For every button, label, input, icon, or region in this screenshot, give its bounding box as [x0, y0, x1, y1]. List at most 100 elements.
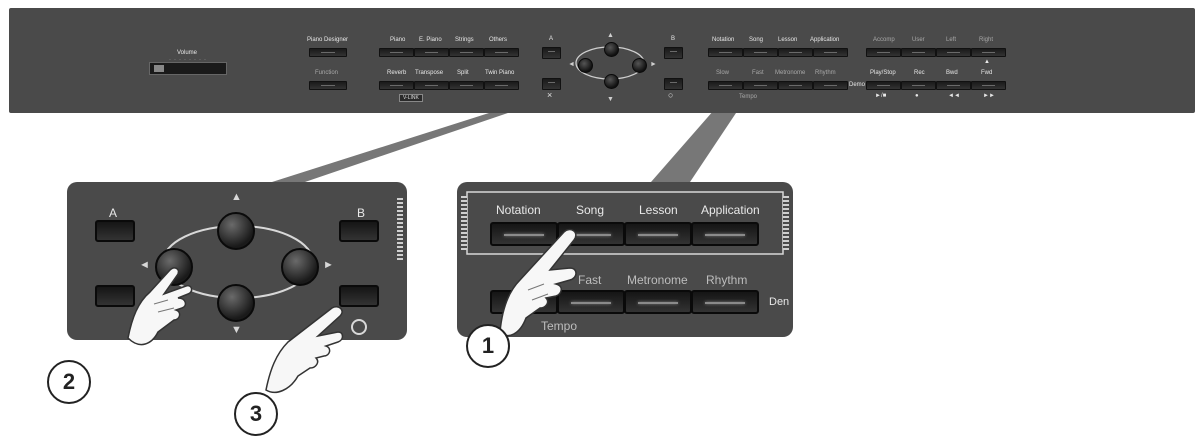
- notation-bracket: [466, 191, 784, 255]
- play-stop-label: Play/Stop: [870, 70, 896, 76]
- lock-icon: ▲: [984, 59, 990, 65]
- left-triangle-icon: ◄: [568, 61, 575, 68]
- circle-o-icon: ○: [668, 90, 674, 100]
- twin-piano-button[interactable]: [484, 81, 519, 90]
- lesson-button[interactable]: [778, 48, 813, 57]
- down-triangle-icon: ▼: [231, 324, 242, 336]
- zoom-cursor-down-button[interactable]: [217, 284, 255, 322]
- a-button[interactable]: [542, 47, 561, 59]
- play-stop-button[interactable]: [866, 81, 901, 90]
- lesson-label: Lesson: [778, 37, 798, 43]
- zoom-lesson-button[interactable]: [624, 222, 692, 246]
- zoom-rhythm-button[interactable]: [691, 290, 759, 314]
- b-label: B: [671, 36, 676, 42]
- zoom-cursor-up-button[interactable]: [217, 212, 255, 250]
- zoom-rhythm-label: Rhythm: [706, 273, 748, 287]
- metronome-label: Metronome: [775, 70, 806, 76]
- zoom-o-button[interactable]: [339, 285, 379, 307]
- b-button[interactable]: [664, 47, 683, 59]
- others-label: Others: [489, 37, 508, 43]
- transpose-button[interactable]: [414, 81, 449, 90]
- zoom-tempo-label: Tempo: [541, 319, 578, 333]
- song-button[interactable]: [743, 48, 778, 57]
- volume-slider[interactable]: [149, 62, 227, 75]
- hand-pointer-icon: [127, 267, 193, 346]
- bwd-button[interactable]: [936, 81, 971, 90]
- user-button[interactable]: [901, 48, 936, 57]
- zoom-right-ridges-left: [461, 196, 467, 250]
- step-1-callout: 1: [466, 324, 510, 368]
- slow-button[interactable]: [708, 81, 743, 90]
- reverb-button[interactable]: [379, 81, 414, 90]
- up-triangle-icon: ▲: [607, 32, 614, 39]
- zoom-demo-label: Den: [769, 296, 790, 308]
- down-triangle-icon: ▼: [607, 96, 614, 103]
- transpose-label: Transpose: [415, 70, 444, 76]
- epiano-label: E. Piano: [419, 37, 442, 43]
- piano-designer-label: Piano Designer: [307, 37, 349, 43]
- cursor-right-button[interactable]: [632, 58, 647, 73]
- function-label: Function: [315, 70, 339, 76]
- piano-designer-button[interactable]: [309, 48, 347, 57]
- right-triangle-icon: ►: [323, 259, 334, 271]
- split-button[interactable]: [449, 81, 484, 90]
- zoom-cursor-right-button[interactable]: [281, 248, 319, 286]
- zoom-x-button[interactable]: [95, 285, 135, 307]
- left-button[interactable]: [936, 48, 971, 57]
- accomp-label: Accomp: [873, 37, 895, 43]
- rec-label: Rec: [914, 70, 925, 76]
- zoom-fast-label: Fast: [578, 273, 602, 287]
- function-button[interactable]: [309, 81, 347, 90]
- circle-o-icon: [351, 319, 367, 335]
- up-triangle-icon: ▲: [231, 191, 242, 203]
- play-stop-icon: ►/■: [875, 93, 887, 99]
- others-button[interactable]: [484, 48, 519, 57]
- zoom-notation-button[interactable]: [490, 222, 558, 246]
- right-button[interactable]: [971, 48, 1006, 57]
- zoom-b-button[interactable]: [339, 220, 379, 242]
- song-label: Song: [749, 37, 764, 43]
- piano-button[interactable]: [379, 48, 414, 57]
- zoom-lesson-label: Lesson: [639, 203, 678, 217]
- zoom-a-button[interactable]: [95, 220, 135, 242]
- epiano-button[interactable]: [414, 48, 449, 57]
- reverb-label: Reverb: [387, 70, 407, 76]
- strings-button[interactable]: [449, 48, 484, 57]
- bwd-icon: ◄◄: [948, 93, 960, 99]
- volume-knob[interactable]: [154, 65, 164, 72]
- cursor-left-button[interactable]: [578, 58, 593, 73]
- rhythm-button[interactable]: [813, 81, 848, 90]
- metronome-button[interactable]: [778, 81, 813, 90]
- twin-piano-label: Twin Piano: [485, 70, 515, 76]
- right-triangle-icon: ►: [650, 61, 657, 68]
- fwd-button[interactable]: [971, 81, 1006, 90]
- zoom-metronome-button[interactable]: [624, 290, 692, 314]
- zoom-application-label: Application: [701, 203, 760, 217]
- o-button[interactable]: [664, 78, 683, 90]
- zoom-song-label: Song: [576, 203, 605, 217]
- fast-label: Fast: [752, 70, 764, 76]
- vlink-badge: V-LINK: [399, 94, 423, 102]
- control-panel: Volume ········ Piano Designer Function …: [9, 8, 1195, 113]
- user-label: User: [912, 37, 925, 43]
- left-triangle-icon: ◄: [139, 259, 150, 271]
- x-button[interactable]: [542, 78, 561, 90]
- accomp-button[interactable]: [866, 48, 901, 57]
- step-3-callout: 3: [234, 392, 278, 436]
- cursor-down-button[interactable]: [604, 74, 619, 89]
- zoom-fast-button[interactable]: [557, 290, 625, 314]
- hand-pointer-icon: [499, 228, 577, 337]
- fwd-icon: ►►: [983, 93, 995, 99]
- notation-button[interactable]: [708, 48, 743, 57]
- zoom-right-ridges-right: [783, 196, 789, 250]
- zoom-application-button[interactable]: [691, 222, 759, 246]
- tempo-label: Tempo: [739, 94, 758, 100]
- application-button[interactable]: [813, 48, 848, 57]
- x-mark-icon: ×: [547, 90, 553, 100]
- rec-button[interactable]: [901, 81, 936, 90]
- cursor-up-button[interactable]: [604, 42, 619, 57]
- fast-button[interactable]: [743, 81, 778, 90]
- piano-label: Piano: [390, 37, 406, 43]
- bwd-label: Bwd: [946, 70, 958, 76]
